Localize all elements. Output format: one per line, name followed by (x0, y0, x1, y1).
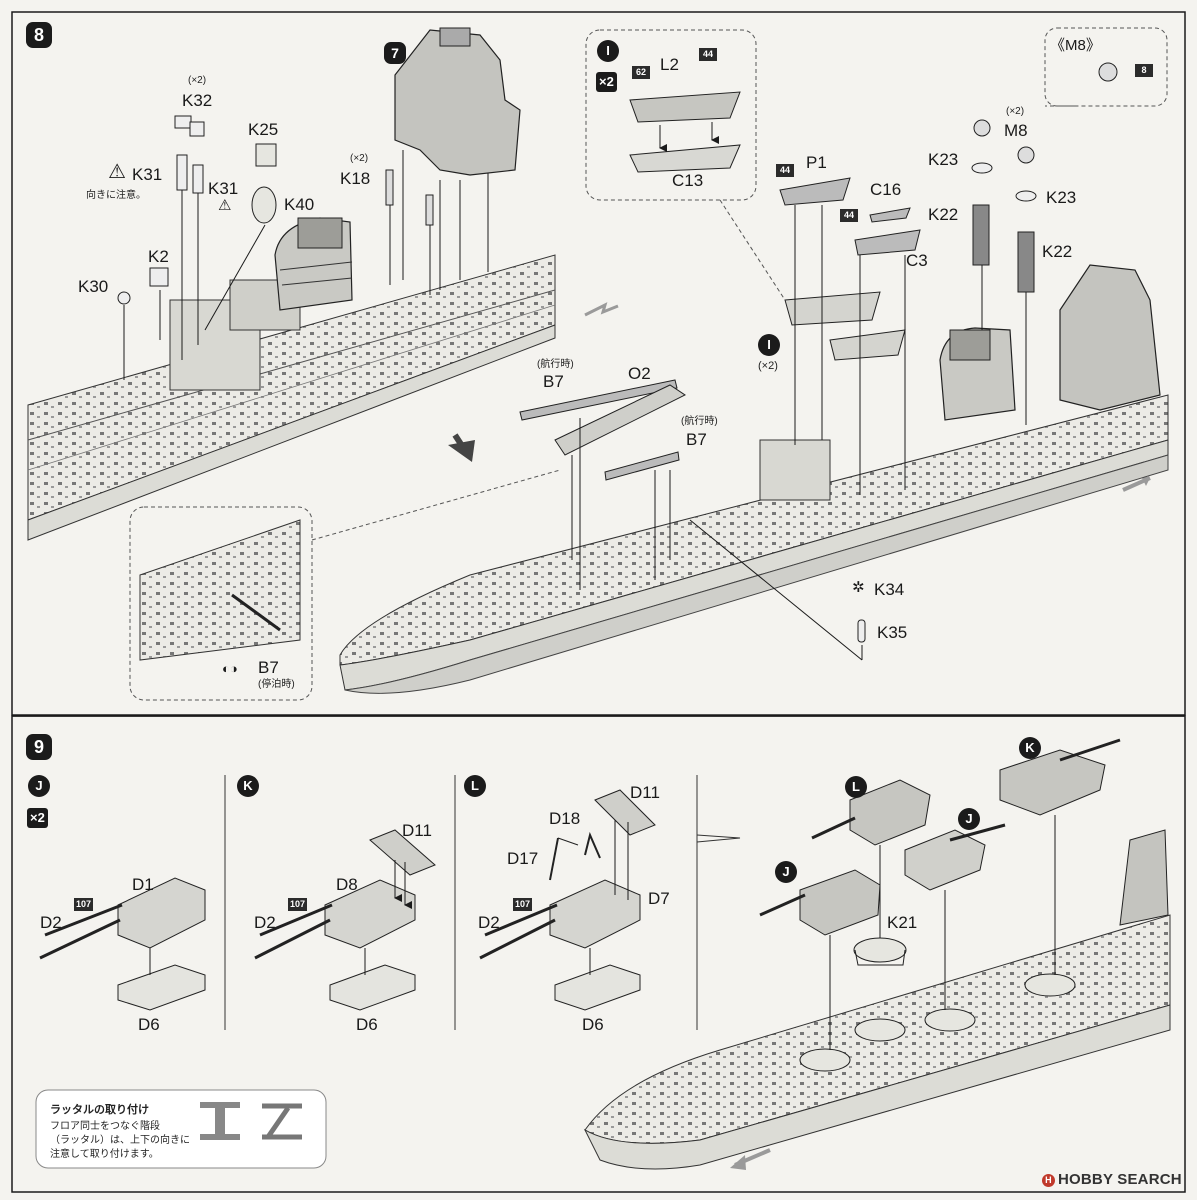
marker-l: L (464, 775, 486, 797)
marker-k: K (237, 775, 259, 797)
part-b7-b: B7 (686, 430, 707, 449)
tag-62: 62 (632, 66, 650, 79)
part-k18: K18 (340, 169, 371, 188)
caution-icon-small: ⚠ (218, 197, 232, 214)
part-d1: D1 (132, 875, 154, 894)
part-k31-a: K31 (132, 165, 163, 184)
step-number-8: 8 (26, 22, 52, 48)
tag-44-p1: 44 (776, 164, 794, 177)
part-k22-b: K22 (1042, 242, 1073, 261)
part-k32: K32 (182, 91, 213, 110)
tag-107-k: 107 (288, 898, 308, 911)
part-m8: M8 (1004, 121, 1028, 140)
marker-i: I (597, 40, 619, 62)
ladder-note-line1: フロア同士をつなぐ階段 (50, 1121, 160, 1132)
m8-qty: (×2) (1006, 106, 1025, 117)
j-qty: ×2 (27, 808, 48, 828)
ladder-note-line2: （ラッタル）は、上下の向きに (50, 1135, 190, 1146)
part-b7-inset: B7 (258, 658, 279, 677)
i-qty: (×2) (758, 360, 778, 372)
left-hull-section (27, 27, 556, 541)
ladder-note-line3: 注意して取り付けます。 (50, 1149, 159, 1160)
qty-x2: ×2 (596, 72, 617, 92)
tag-107-j: 107 (74, 898, 94, 911)
tag-107-l: 107 (513, 898, 533, 911)
part-d11-k: D11 (402, 821, 432, 840)
watermark-mark-icon: H (1042, 1174, 1055, 1187)
step-number-9: 9 (26, 734, 52, 760)
part-c16: C16 (870, 180, 902, 199)
turret-k-diagram (254, 829, 436, 1011)
tag-8: 8 (1135, 64, 1153, 77)
tag-44-c3: 44 (840, 209, 858, 222)
part-d2-j: D2 (40, 913, 62, 932)
part-p1: P1 (806, 153, 827, 172)
marker-k-hull: K (1019, 737, 1041, 759)
caution-text: 向きに注意。 (86, 190, 146, 201)
down-arrow-icon (448, 440, 475, 462)
part-d7: D7 (648, 889, 670, 908)
step8-frame (11, 11, 1186, 716)
part-d17: D17 (507, 849, 539, 868)
part-d2-l: D2 (478, 913, 500, 932)
k34-icon: ✲ (852, 579, 865, 596)
marker-i-hull: I (758, 334, 780, 356)
part-k2: K2 (148, 247, 169, 266)
marker-j: J (28, 775, 50, 797)
part-d2-k: D2 (254, 913, 276, 932)
part-d6-k: D6 (356, 1015, 378, 1034)
tag-44: 44 (699, 48, 717, 61)
part-k30: K30 (78, 277, 109, 296)
part-c3: C3 (906, 251, 928, 270)
part-o2: O2 (628, 364, 651, 383)
m8-box-title: 《M8》 (1050, 37, 1101, 54)
part-k23-b: K23 (1046, 188, 1077, 207)
part-k22-a: K22 (928, 205, 959, 224)
step9-hull (583, 738, 1171, 1170)
part-d18: D18 (549, 809, 581, 828)
step9-frame (11, 715, 1186, 1193)
part-d6-l: D6 (582, 1015, 604, 1034)
ladder-note-title: ラッタルの取り付け (50, 1103, 149, 1116)
caution-icon: ⚠ (108, 161, 126, 183)
part-k25: K25 (248, 120, 279, 139)
k32-qty: (×2) (188, 75, 207, 86)
part-l2: L2 (660, 55, 679, 74)
b7-note-b: (航行時) (681, 416, 718, 427)
b7-note-a: (航行時) (537, 359, 574, 370)
part-k35: K35 (877, 623, 908, 642)
turret-l-diagram (479, 789, 656, 1011)
mooring-icon: ◐◑ (222, 661, 238, 676)
watermark-text: HOBBY SEARCH (1058, 1171, 1182, 1188)
marker-j-hull-b: J (775, 861, 797, 883)
part-k23-a: K23 (928, 150, 959, 169)
b7-inset-note: (停泊時) (258, 679, 295, 690)
right-hull-bow (339, 119, 1169, 694)
k18-qty: (×2) (350, 153, 369, 164)
turret-j-diagram (39, 877, 206, 1011)
marker-j-hull-a: J (958, 808, 980, 830)
marker-l-hull: L (845, 776, 867, 798)
part-k34: K34 (874, 580, 905, 599)
part-k40: K40 (284, 195, 315, 214)
part-d6-j: D6 (138, 1015, 160, 1034)
part-c13: C13 (672, 171, 704, 190)
part-b7-a: B7 (543, 372, 564, 391)
part-k21: K21 (887, 913, 918, 932)
sub-step-ref: 7 (384, 42, 406, 64)
part-k31-b: K31 (208, 179, 239, 198)
part-d8: D8 (336, 875, 358, 894)
part-d11-l: D11 (630, 783, 660, 802)
